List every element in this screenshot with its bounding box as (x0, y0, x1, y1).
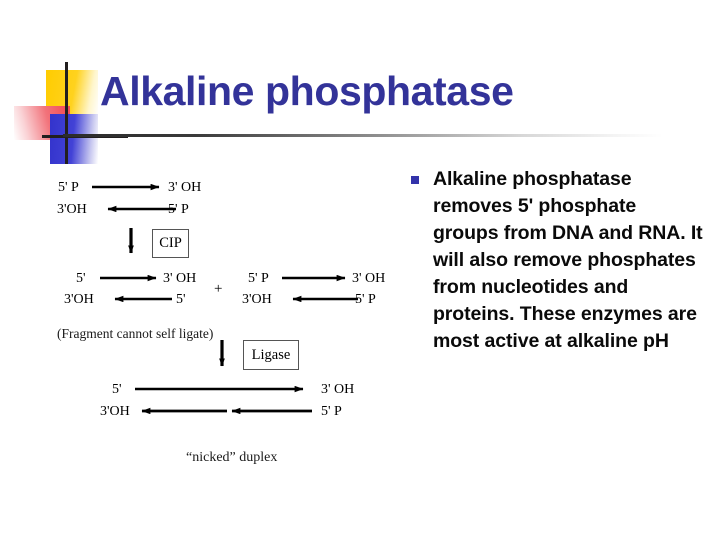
label-row3-top-right: 3' OH (321, 382, 355, 397)
label-row2right-top-left: 5' P (248, 271, 269, 286)
reaction-diagram: 5' P 3' OH 3'OH 5' P CIP 5' 3' OH 3'OH 5… (57, 180, 386, 466)
label-row2left-top-left: 5' (76, 271, 86, 286)
enzyme-box-ligase: Ligase (243, 340, 299, 370)
slide-title-area: Alkaline phosphatase (0, 0, 720, 164)
label-row2left-bottom-right: 5' (176, 292, 186, 307)
label-row2left-top-right: 3' OH (163, 271, 197, 286)
label-row1-top-left: 5' P (58, 180, 79, 195)
label-row3-top-left: 5' (112, 382, 122, 397)
caption-nicked-duplex: “nicked” duplex (186, 450, 278, 465)
label-row2right-bottom-left: 3'OH (242, 292, 272, 307)
label-row2left-bottom-left: 3'OH (64, 292, 94, 307)
label-row1-bottom-right: 5' P (168, 202, 189, 217)
decorative-corner-motif (14, 62, 128, 164)
label-row3-bottom-left: 3'OH (100, 404, 130, 419)
page-title: Alkaline phosphatase (100, 68, 514, 114)
title-divider (63, 134, 663, 137)
blue-square-icon (50, 114, 98, 164)
bullet-square-icon (411, 176, 419, 184)
diagram-arrows (92, 183, 358, 415)
enzyme-box-cip: CIP (152, 229, 189, 258)
label-row2right-top-right: 3' OH (352, 271, 386, 286)
vertical-rule-icon (65, 62, 68, 164)
label-row3-bottom-right: 5' P (321, 404, 342, 419)
note-fragment-cannot-ligate: (Fragment cannot self ligate) (57, 326, 214, 341)
list-item: Alkaline phosphatase removes 5' phosphat… (433, 168, 703, 352)
label-row2right-bottom-right: 5' P (355, 292, 376, 307)
plus-sign: + (214, 281, 223, 297)
label-row1-bottom-left: 3'OH (57, 202, 87, 217)
label-row1-top-right: 3' OH (168, 180, 202, 195)
